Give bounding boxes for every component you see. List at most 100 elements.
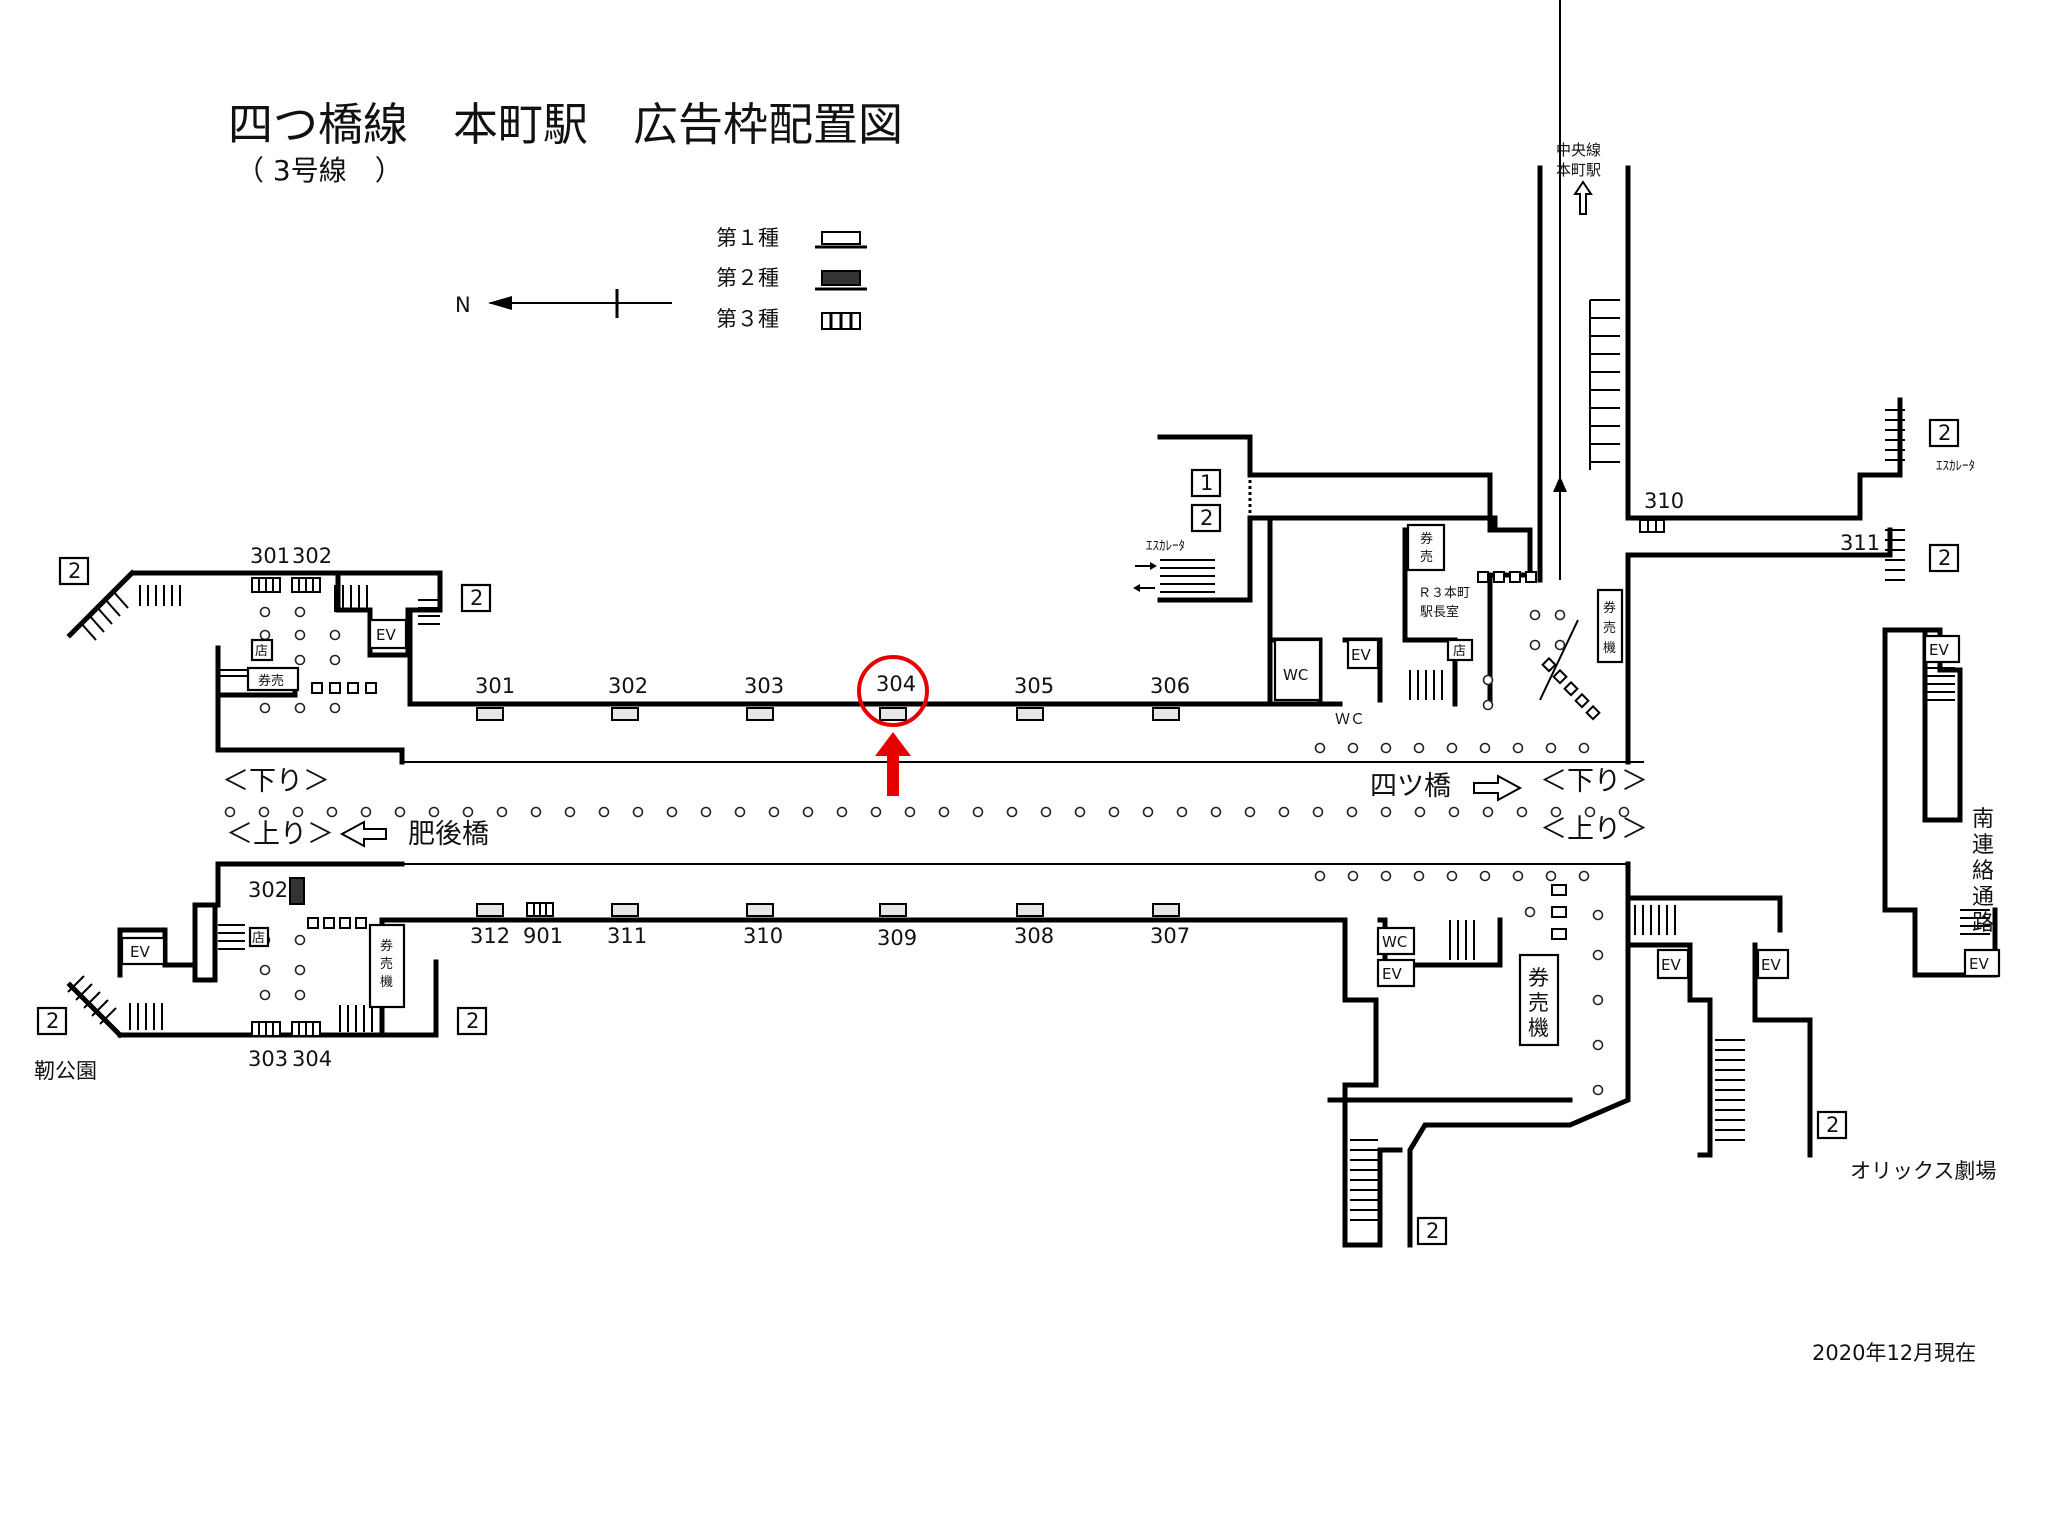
ad-label-304: 304	[876, 672, 916, 696]
pillar	[258, 806, 270, 818]
exit-1-center: 1	[1200, 471, 1213, 495]
ad-label-east-310: 310	[1644, 489, 1684, 513]
highlight-marker	[857, 655, 929, 796]
ad-label-309: 309	[877, 926, 917, 950]
pillar	[1314, 742, 1326, 754]
pillar	[1554, 609, 1566, 621]
pillar	[294, 702, 306, 714]
chuo-line-link: 中央線 本町駅 310 311 ｴｽｶﾚｰﾀ	[1553, 0, 1975, 555]
arrow-up-icon	[1553, 0, 1567, 492]
pillar	[1482, 699, 1494, 711]
ad-type3-north-302	[291, 577, 321, 593]
exit-2-nw: 2	[68, 559, 81, 583]
ad-type1-302	[611, 707, 639, 721]
ad-type3-north-301	[251, 577, 281, 593]
ad-label-310: 310	[743, 924, 783, 948]
ad-label-901: 901	[523, 924, 563, 948]
exit-2-n: 2	[470, 586, 483, 610]
ad-type1-301	[476, 707, 504, 721]
pillar	[1413, 870, 1425, 882]
exit-markers: 2 2 2 2 1 2 2 2 2 2	[36, 418, 1960, 1246]
ticket-box-center	[1406, 523, 1446, 572]
ticket-corridor-2: 売	[1603, 620, 1616, 636]
pillar	[329, 654, 341, 666]
pillar	[870, 806, 882, 818]
ev-label-lower: EV	[1382, 965, 1402, 983]
pillar	[294, 606, 306, 618]
south-passage-4: 通	[1972, 885, 1994, 910]
shop-label-nw: 店	[255, 644, 268, 659]
pillar	[564, 806, 576, 818]
ad-label-north-302: 302	[292, 544, 332, 568]
pillar	[836, 806, 848, 818]
pillar	[1592, 909, 1604, 921]
pillar	[1006, 806, 1018, 818]
pillar	[972, 806, 984, 818]
utsubo-park-label: 靭公園	[34, 1059, 97, 1083]
pillar	[1446, 870, 1458, 882]
pillar	[496, 806, 508, 818]
pillar	[294, 964, 306, 976]
pillar	[294, 654, 306, 666]
ad-label-301: 301	[475, 674, 515, 698]
pillar	[1482, 674, 1494, 686]
pillar	[1479, 870, 1491, 882]
footer-date: 2020年12月現在	[1812, 1341, 1976, 1365]
pillar	[1176, 806, 1188, 818]
upper-ads: 301 302 303 304 305 306	[475, 672, 1190, 721]
shop-label-sw: 店	[252, 931, 265, 946]
ad-type1-307	[1152, 903, 1180, 917]
south-passage-2: 連	[1972, 833, 1994, 858]
yotsubashi-label: 四ツ橋	[1370, 771, 1451, 802]
ad-type1-311	[611, 903, 639, 917]
pillar	[1592, 994, 1604, 1006]
ad-type1-312	[476, 903, 504, 917]
escalator-right-label: ｴｽｶﾚｰﾀ	[1936, 459, 1975, 474]
exit-2-center: 2	[1200, 506, 1213, 530]
ev-box-lower	[1376, 958, 1416, 988]
pillar	[1529, 609, 1541, 621]
ticket-center-1: 券	[1420, 531, 1433, 547]
page-subtitle: （ 3号線 ）	[236, 154, 403, 187]
ad-type3-east-310	[1639, 519, 1665, 533]
small-ad-squares-lower	[1551, 884, 1567, 940]
exit-2-se: 2	[1426, 1219, 1439, 1243]
small-ad-squares-sw	[307, 917, 367, 929]
ad-label-north-301: 301	[250, 544, 290, 568]
pillar	[1278, 806, 1290, 818]
pillar	[259, 989, 271, 1001]
wc-label-1: WC	[1283, 666, 1308, 684]
ev-box-south-top	[1923, 634, 1961, 664]
ad-label-311: 311	[607, 924, 647, 948]
pillar	[1592, 949, 1604, 961]
page-title: 四つ橋線 本町駅 広告枠配置図	[228, 98, 903, 151]
pillar	[1529, 639, 1541, 651]
pillar	[1346, 806, 1358, 818]
ad-label-north-302-type2: 302	[248, 878, 288, 902]
red-arrow-icon	[875, 732, 911, 796]
ticket-sw-3: 機	[380, 975, 393, 990]
west-upper-concourse: 301 302 EV 店 券売	[246, 544, 408, 694]
pillar	[1414, 806, 1426, 818]
ticket-box-lower	[1518, 953, 1560, 1047]
legend-label-type1: 第１種	[716, 226, 779, 250]
pillar	[259, 629, 271, 641]
ad-type1-305	[1016, 707, 1044, 721]
ev-label-east-1: EV	[1661, 956, 1681, 974]
pillar	[1554, 639, 1566, 651]
ticket-sw-1: 券	[380, 938, 393, 954]
ad-type3-901	[526, 902, 554, 917]
pillar	[1524, 906, 1536, 918]
pillar	[1380, 742, 1392, 754]
pillar	[1312, 806, 1324, 818]
arrow-right-yotsubashi	[1473, 774, 1523, 802]
ticket-sw-2: 売	[380, 956, 393, 972]
ev-box-east-1	[1656, 948, 1690, 980]
pillar	[1380, 870, 1392, 882]
platform-pillars	[224, 606, 1630, 1096]
pillar	[1244, 806, 1256, 818]
pillar	[1479, 742, 1491, 754]
small-ad-squares-nw	[311, 682, 377, 694]
ev-label-center: EV	[1351, 646, 1371, 664]
pillar	[802, 806, 814, 818]
